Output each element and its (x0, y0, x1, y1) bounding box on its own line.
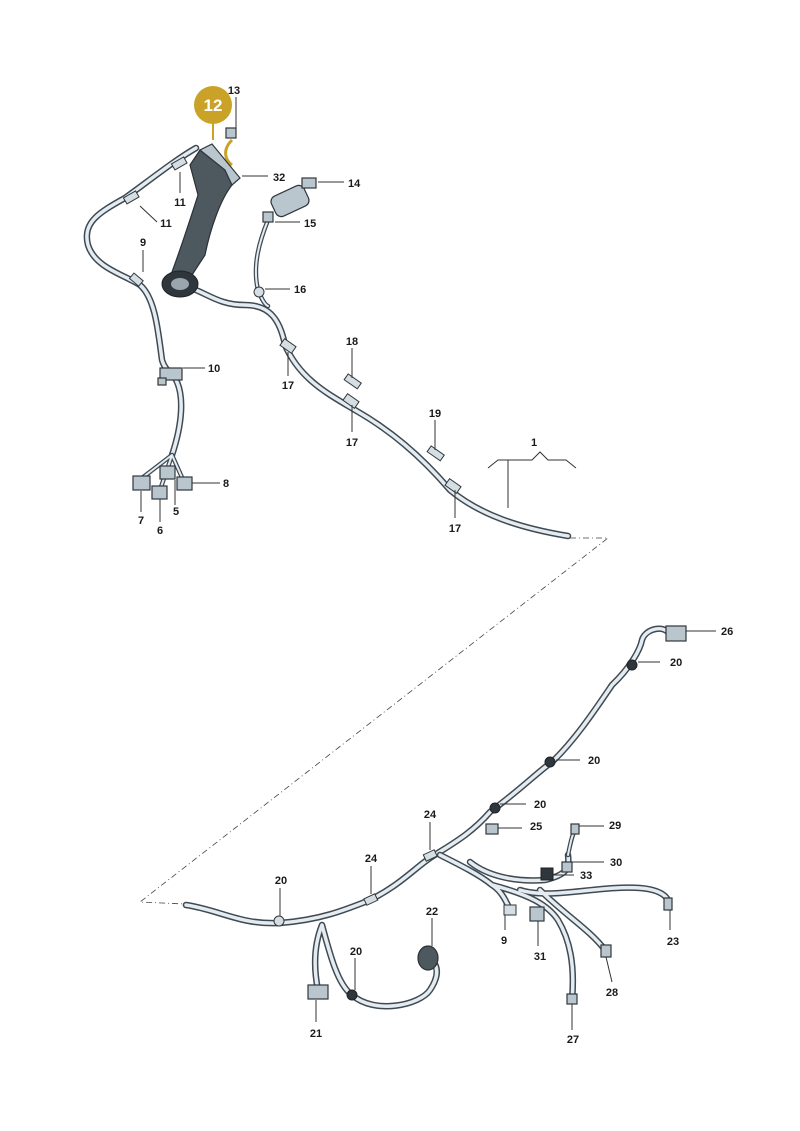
callout-22: 22 (426, 906, 438, 918)
callout-17-right: 17 (449, 523, 461, 535)
callout-25: 25 (530, 821, 542, 833)
callout-11-upper: 11 (174, 197, 186, 209)
callout-8: 8 (223, 478, 229, 490)
upper-harness (83, 123, 572, 540)
callout-23: 23 (667, 936, 679, 948)
callout-20-c: 20 (534, 799, 546, 811)
callout-14: 14 (348, 178, 361, 190)
callout-17-left: 17 (282, 380, 294, 392)
callout-30: 30 (610, 857, 622, 869)
callout-33: 33 (580, 870, 592, 882)
callout-7: 7 (138, 515, 144, 527)
lower-harness (182, 625, 687, 1010)
callout-11-lower: 11 (160, 218, 172, 230)
callout-10: 10 (208, 363, 220, 375)
highlight-label: 12 (204, 96, 223, 115)
callout-28: 28 (606, 987, 618, 999)
lower-leader-lines (279, 630, 716, 1030)
callout-15: 15 (304, 218, 316, 230)
callout-29: 29 (609, 820, 621, 832)
callout-20-b: 20 (588, 755, 600, 767)
callout-17-mid: 17 (346, 437, 358, 449)
highlight-badge[interactable]: 12 (194, 86, 232, 124)
callout-27: 27 (567, 1034, 579, 1046)
callout-24-left: 24 (365, 853, 378, 865)
callout-5: 5 (173, 506, 179, 518)
callout-18: 18 (346, 336, 358, 348)
break-line-connector (138, 537, 610, 905)
callout-32: 32 (273, 172, 285, 184)
callout-24-right: 24 (424, 809, 437, 821)
callout-9-upper: 9 (140, 237, 146, 249)
callout-6: 6 (157, 525, 163, 537)
callout-20-e: 20 (350, 946, 362, 958)
callout-labels: 13 32 14 15 16 11 11 9 10 8 7 6 5 17 18 … (138, 85, 733, 1046)
callout-19: 19 (429, 408, 441, 420)
callout-20-a: 20 (670, 657, 682, 669)
callout-1: 1 (531, 437, 537, 449)
callout-13: 13 (228, 85, 240, 97)
callout-31: 31 (534, 951, 546, 963)
callout-21: 21 (310, 1028, 322, 1040)
callout-16: 16 (294, 284, 306, 296)
callout-20-d: 20 (275, 875, 287, 887)
upper-leader-lines (139, 97, 577, 522)
callout-9-lower: 9 (501, 935, 507, 947)
callout-26: 26 (721, 626, 733, 638)
